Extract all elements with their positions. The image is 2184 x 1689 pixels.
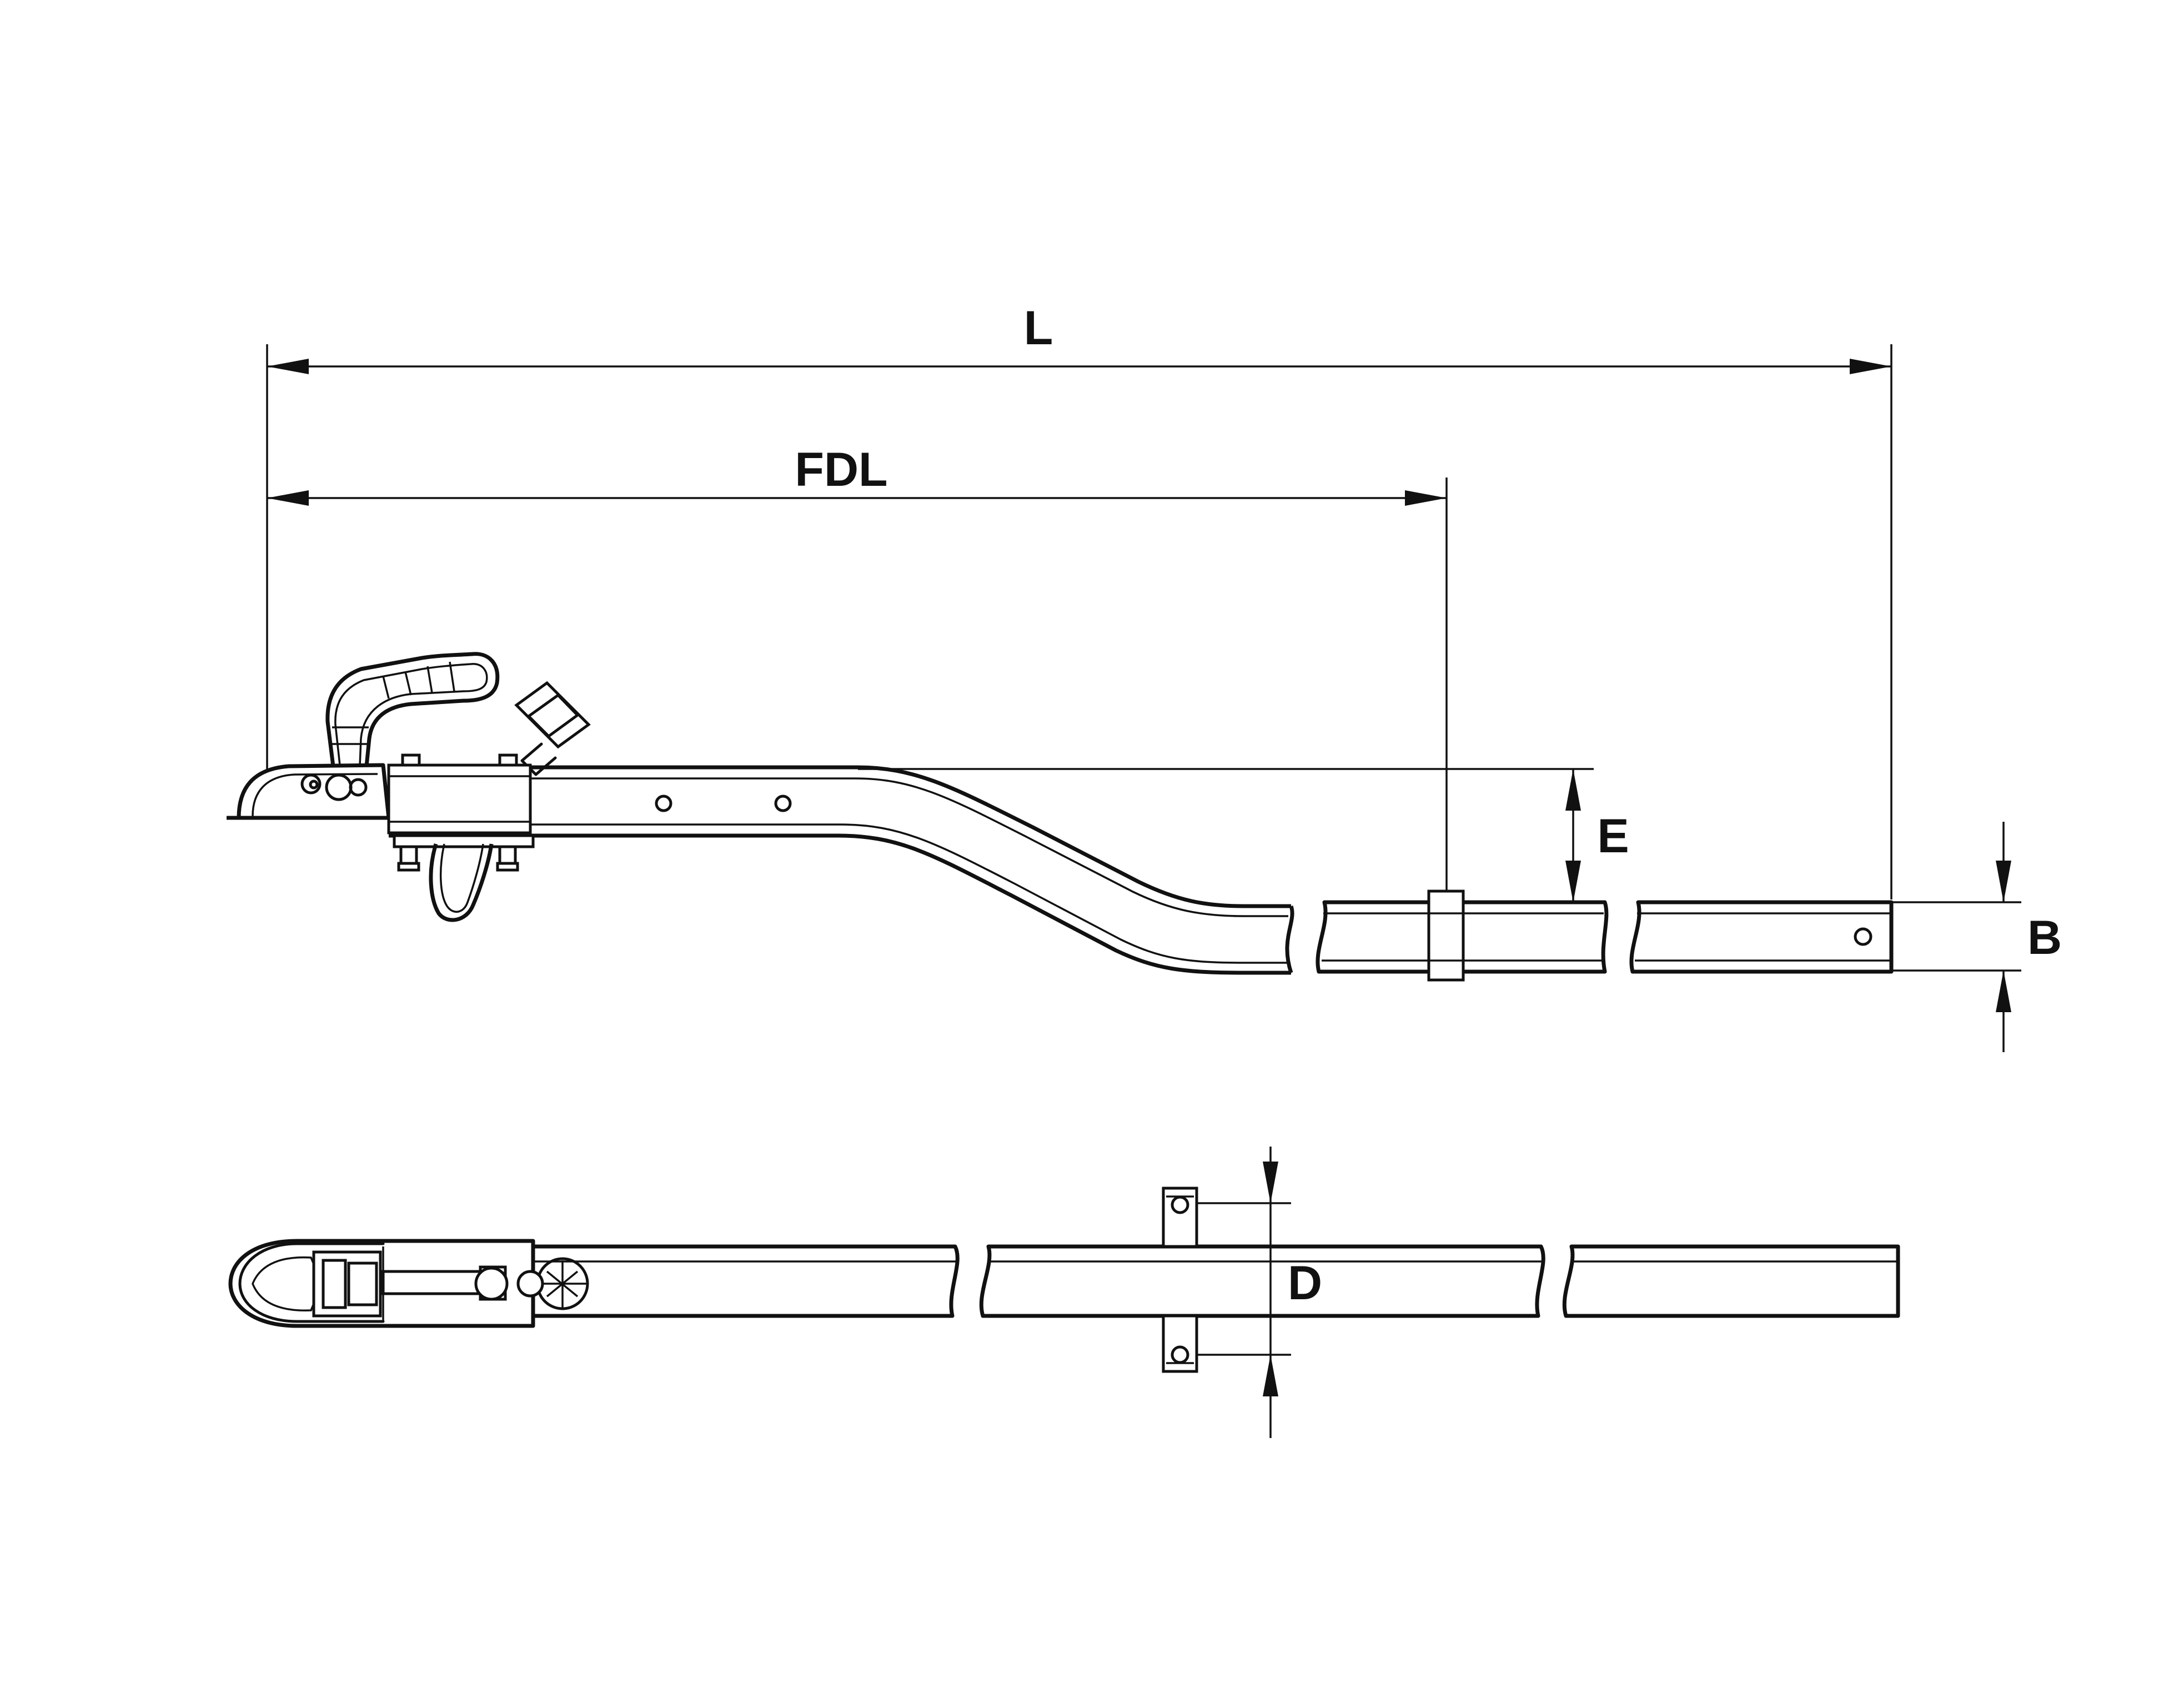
mounting-hole-1: [655, 795, 672, 812]
top-clamp-upper: [1162, 1187, 1198, 1248]
axle-clamp: [1427, 889, 1465, 982]
top-tube-front-section: [533, 1244, 960, 1318]
label-L: L: [1024, 301, 1053, 355]
dimension-E: E: [858, 768, 1629, 902]
dimension-FDL: FDL: [267, 443, 1447, 506]
top-view: D: [228, 1147, 1900, 1438]
dimension-D: D: [1177, 1147, 1322, 1438]
dimension-L: L: [267, 301, 1891, 374]
label-B: B: [2027, 911, 2062, 964]
drawbar-tube-bent-section: [530, 765, 1294, 975]
side-view: L FDL E B: [227, 301, 2062, 1052]
top-tube-end-section: [1562, 1244, 1900, 1318]
top-tube-mid-section: [979, 1187, 1545, 1373]
breakaway-cable: [429, 843, 494, 922]
dimension-B: B: [1891, 822, 2062, 1052]
label-E: E: [1597, 810, 1629, 863]
mounting-hole-2: [774, 795, 792, 812]
label-D: D: [1288, 1256, 1322, 1310]
drawbar-tube-end-section: [1629, 900, 1894, 974]
drawbar-tube-mid-section: [1316, 889, 1609, 982]
end-hole: [1854, 927, 1872, 946]
safety-indicator: [514, 681, 591, 776]
coupling-head-top: [228, 1239, 589, 1328]
coupling-head-side: [227, 652, 591, 922]
label-FDL: FDL: [795, 443, 887, 496]
